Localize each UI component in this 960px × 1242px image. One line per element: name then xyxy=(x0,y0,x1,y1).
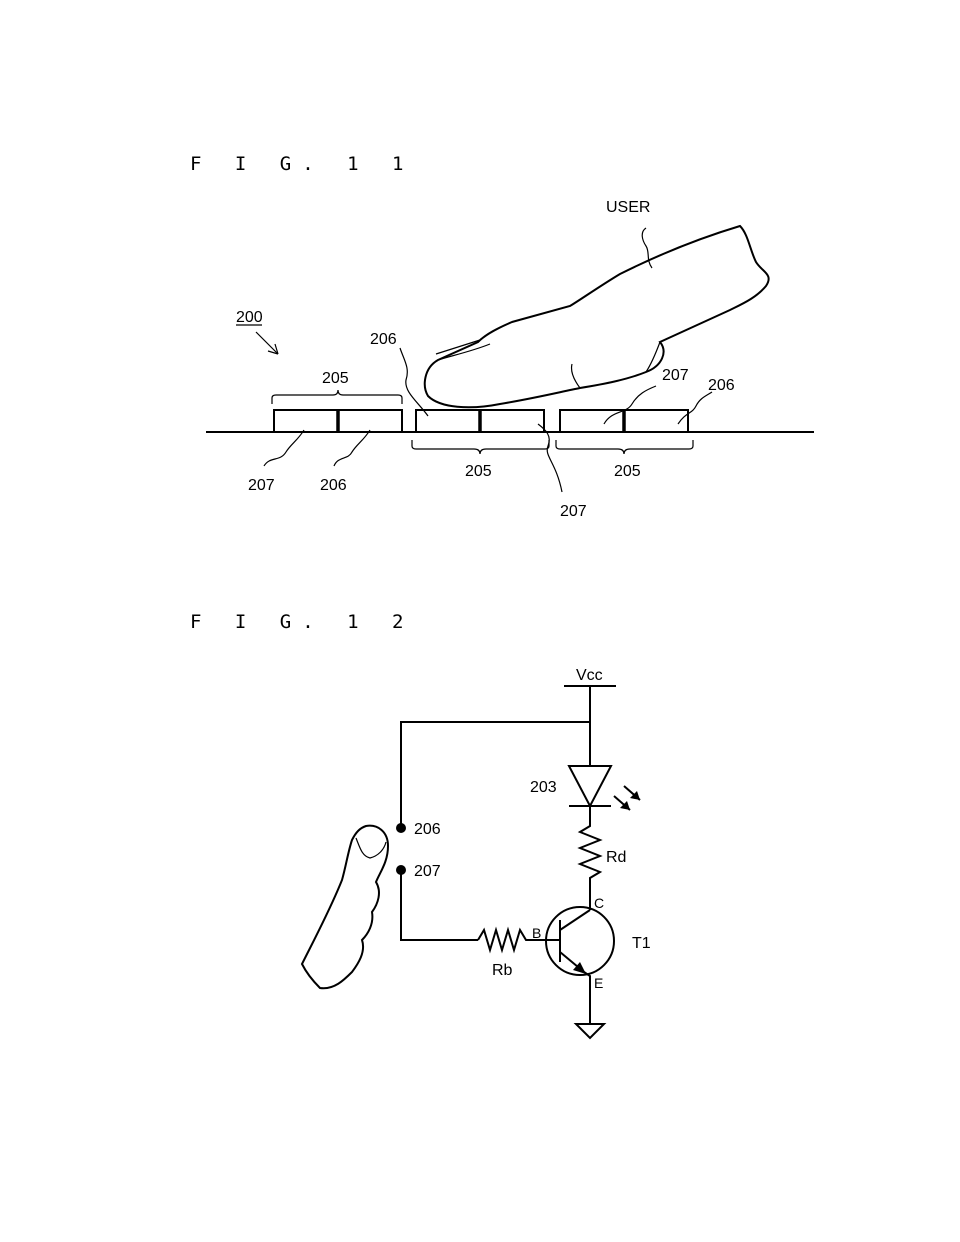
leader-user xyxy=(641,227,653,269)
label-207-right: 207 xyxy=(662,367,689,384)
leader-207-mid xyxy=(537,423,563,493)
ground-symbol xyxy=(573,1023,607,1040)
fingernail-top xyxy=(435,339,481,355)
finger-fig12 xyxy=(300,824,390,990)
finger-fig12-nail xyxy=(355,837,387,859)
resistor-rd xyxy=(577,806,603,906)
label-base: B xyxy=(532,925,541,941)
fig11-title: F I G. 1 1 xyxy=(190,153,414,175)
label-205-left: 205 xyxy=(322,370,349,387)
label-led-203: 203 xyxy=(530,779,557,796)
label-emitter: E xyxy=(594,975,603,991)
leader-206-right xyxy=(677,391,713,425)
label-rd: Rd xyxy=(606,849,626,866)
led-203 xyxy=(567,765,613,809)
leader-207-left xyxy=(263,429,305,467)
leader-207-right xyxy=(603,385,657,425)
brace-right-unit xyxy=(555,440,694,455)
fig12-title: F I G. 1 2 xyxy=(190,611,414,633)
label-rb: Rb xyxy=(492,962,513,979)
label-206-top: 206 xyxy=(370,331,397,348)
label-terminal-207: 207 xyxy=(414,863,441,880)
device-ref-arrow-head xyxy=(267,343,279,355)
label-205-right: 205 xyxy=(614,463,641,480)
label-collector: C xyxy=(594,895,604,911)
emitter-arrowhead xyxy=(573,962,586,974)
label-vcc: Vcc xyxy=(576,667,603,684)
brace-middle-unit xyxy=(411,440,550,455)
label-207-mid: 207 xyxy=(560,503,587,520)
led-light-arrowhead-1 xyxy=(620,801,630,810)
emitter-wire xyxy=(583,971,591,1024)
leader-206-bottom xyxy=(333,429,371,467)
led-light-arrowhead-2 xyxy=(630,791,640,800)
figure-11: F I G. 1 1 200 205 205 205 207 206 206 xyxy=(190,153,814,520)
figure-12: F I G. 1 2 Vcc 206 207 Rb 203 Rd xyxy=(190,611,651,1040)
label-205-middle: 205 xyxy=(465,463,492,480)
brace-left-unit xyxy=(271,389,403,404)
label-206-bottom: 206 xyxy=(320,477,347,494)
wire-207-to-rb xyxy=(400,870,478,941)
wire-vcc-to-206 xyxy=(400,721,590,828)
label-206-right: 206 xyxy=(708,377,735,394)
terminal-206 xyxy=(396,823,406,833)
device-ref-label: 200 xyxy=(236,309,263,326)
finger-crease xyxy=(570,341,661,389)
leader-206-top xyxy=(399,347,429,417)
transistor-t1 xyxy=(545,906,615,976)
resistor-rb xyxy=(477,926,548,954)
device-ref-arrow-shaft xyxy=(255,331,279,355)
label-transistor-t1: T1 xyxy=(632,935,651,952)
label-user: USER xyxy=(606,199,650,216)
fingernail-edge xyxy=(437,343,491,361)
label-terminal-206: 206 xyxy=(414,821,441,838)
transistor-collector xyxy=(559,909,591,931)
label-207-left: 207 xyxy=(248,477,275,494)
user-finger xyxy=(423,224,770,409)
